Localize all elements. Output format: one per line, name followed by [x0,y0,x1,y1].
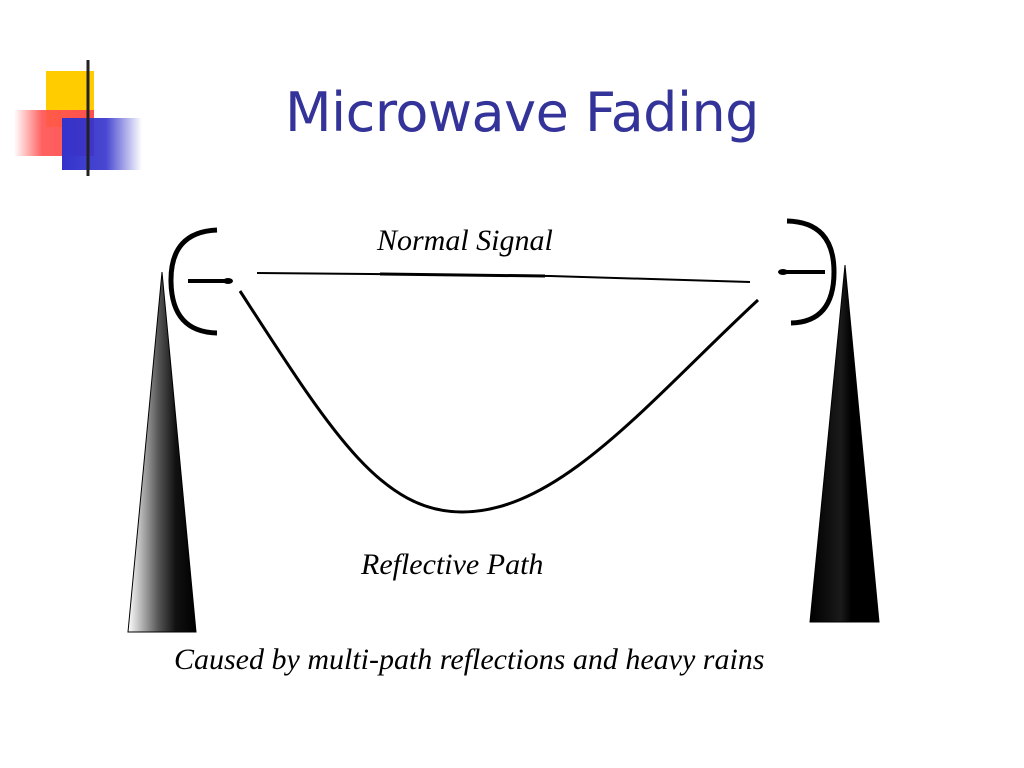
slide-title: Microwave Fading [285,81,759,144]
left-tower [127,271,197,633]
blue-square [62,118,142,170]
slide-caption: Caused by multi-path reflections and hea… [174,643,765,676]
left-dish-antenna [168,227,233,336]
reflective-path-label: Reflective Path [361,548,544,581]
normal-signal-label: Normal Signal [377,224,553,257]
corner-decoration [14,60,142,176]
right-dish-antenna [778,218,837,326]
right-tower [809,264,880,623]
reflective-path-curve [238,290,760,514]
normal-signal-line-thick [379,272,546,278]
